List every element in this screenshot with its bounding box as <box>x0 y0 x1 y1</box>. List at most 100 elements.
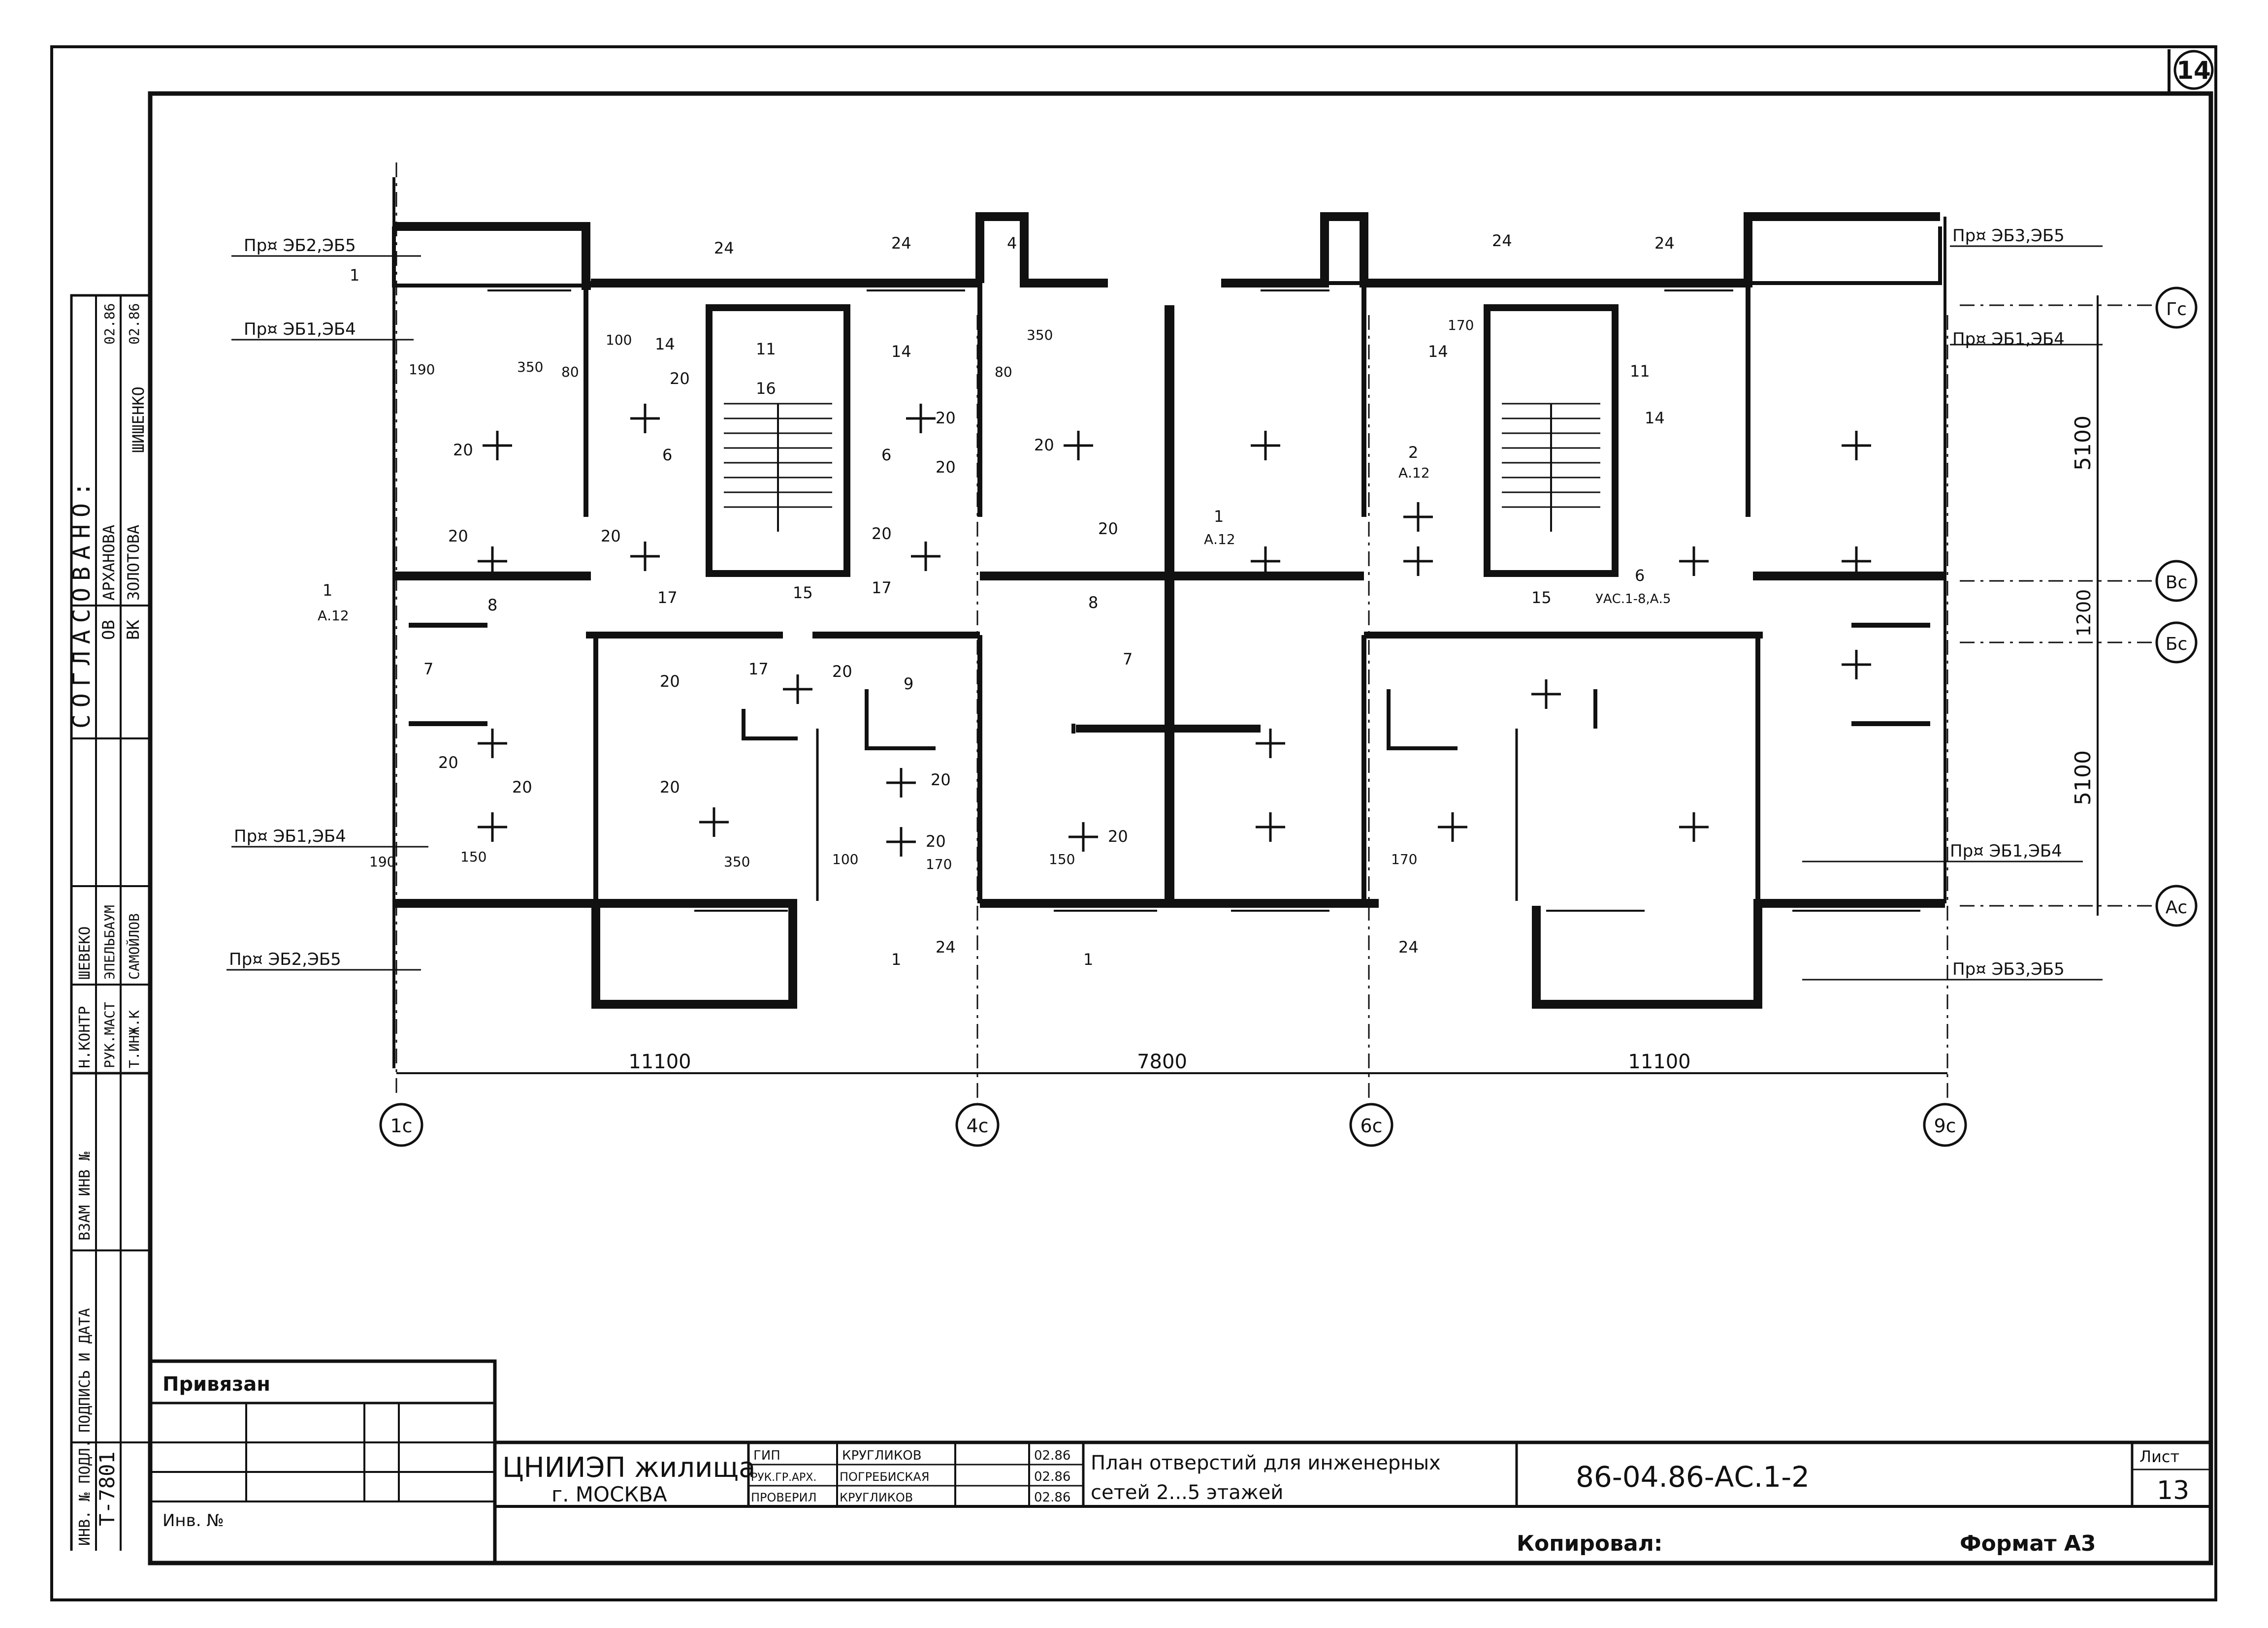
axis-label-1c: 1с <box>390 1115 412 1137</box>
mark-11: 11 <box>1630 362 1650 381</box>
approval-row-2-dept: ВК <box>124 620 143 640</box>
mark-14: 14 <box>655 335 675 353</box>
drawing-title-line2: сетей 2...5 этажей <box>1091 1481 1283 1504</box>
axis-label-Gc: Гс <box>2166 299 2187 319</box>
mark-20: 20 <box>936 409 956 427</box>
mark-170: 170 <box>1448 317 1474 333</box>
mark-16: 16 <box>756 379 776 398</box>
approval-row-2-name: ЗОЛОТОВА <box>124 525 143 601</box>
mark-24: 24 <box>714 239 734 257</box>
mark-100: 100 <box>606 332 632 348</box>
mark-9: 9 <box>904 674 913 693</box>
stair-right <box>1484 304 1619 577</box>
mark-20: 20 <box>1108 827 1128 846</box>
mark-20: 20 <box>660 672 680 691</box>
role-2-date: 02.86 <box>1034 1469 1070 1484</box>
mark-20: 20 <box>1034 436 1054 454</box>
mark-24: 24 <box>936 938 956 957</box>
copied-label: Копировал: <box>1517 1531 1663 1556</box>
opening-marks <box>478 404 1871 857</box>
mark-6: 6 <box>662 446 672 464</box>
col-sign-date: ПОДПИСЬ И ДАТА <box>76 1308 94 1433</box>
outer-frame <box>50 45 2217 1601</box>
mark-20: 20 <box>448 527 468 545</box>
axis-label-4c: 4с <box>966 1115 988 1137</box>
mark-14: 14 <box>1428 342 1448 361</box>
callout-right-2: Пр¤ ЭБ1,ЭБ4 <box>1952 329 2065 349</box>
mark-24: 24 <box>891 234 911 253</box>
mark-8: 8 <box>1088 593 1098 612</box>
mark-190: 190 <box>409 361 435 378</box>
role-1: ГИП <box>753 1448 780 1463</box>
mark-150: 150 <box>460 849 486 865</box>
sheet-label: Лист <box>2139 1447 2179 1466</box>
person-3-role: Т.ИНЖ.К <box>126 1010 142 1068</box>
sheet-number: 14 <box>2176 56 2211 85</box>
mark-100: 100 <box>832 851 858 867</box>
mark-17: 17 <box>657 588 678 607</box>
person-1-name: ШЕВЕКО <box>76 926 94 980</box>
mark-20: 20 <box>931 770 951 789</box>
callout-left-4: Пр¤ ЭБ2,ЭБ5 <box>229 950 341 969</box>
axis-label-6c: 6с <box>1360 1115 1382 1137</box>
axis-bubbles-bottom: 1с 4с 6с 9с <box>379 1103 1967 1147</box>
mark-14: 14 <box>1645 409 1665 427</box>
role-3-name: КРУГЛИКОВ <box>840 1491 913 1504</box>
role-1-date: 02.86 <box>1034 1448 1070 1463</box>
mark-7: 7 <box>1123 650 1133 669</box>
person-2-name: ЭПЕЛЬБАУМ <box>101 905 118 980</box>
axis-label-9c: 9с <box>1934 1115 1956 1137</box>
axis-label-Ac: Ас <box>2166 897 2187 918</box>
axis-label-Vc: Вс <box>2166 573 2188 593</box>
mark-24: 24 <box>1492 231 1512 250</box>
plan-marks: 20 20 20 20 20 20 20 20 20 20 20 20 20 2… <box>318 231 1675 969</box>
approval-row-2-date: 02.86 <box>126 303 142 345</box>
role-2: РУК.ГР.АРХ. <box>751 1471 816 1484</box>
mark-80: 80 <box>995 364 1012 380</box>
mark-20: 20 <box>872 524 892 543</box>
org-name: ЦНИИЭП жилища <box>502 1452 755 1484</box>
drawing-title-line1: План отверстий для инженерных <box>1091 1452 1441 1474</box>
mark-1: 1 <box>1214 507 1224 526</box>
callout-right-3: Пр¤ ЭБ1,ЭБ4 <box>1950 841 2062 861</box>
inner-frame <box>148 91 2213 1565</box>
mark-80: 80 <box>561 364 579 380</box>
person-1-role: Н.КОНТР <box>76 1006 94 1068</box>
col-zam-inv: ВЗАМ ИНВ № <box>76 1151 94 1241</box>
callouts-right <box>1802 245 2103 981</box>
callouts-left <box>227 255 428 971</box>
person-3-name: САМОЙЛОВ <box>126 913 142 980</box>
role-2-name: ПОГРЕБИСКАЯ <box>840 1470 930 1484</box>
mark-A12: А.12 <box>1204 531 1235 547</box>
mark-20: 20 <box>926 832 946 851</box>
mark-20: 20 <box>936 458 956 477</box>
mark-190: 190 <box>369 854 395 870</box>
dim-right-2: 1200 <box>2073 589 2095 637</box>
bound-label: Привязан <box>162 1373 270 1396</box>
dim-right-3: 5100 <box>2071 750 2096 805</box>
dim-bottom-1: 11100 <box>628 1051 691 1073</box>
mark-20: 20 <box>453 441 473 459</box>
document-code: 86-04.86-АС.1-2 <box>1576 1460 1810 1494</box>
mark-A12: А.12 <box>1398 465 1430 481</box>
title-block <box>148 1359 2211 1565</box>
mark-20: 20 <box>670 369 690 388</box>
wall-bottom <box>394 899 1945 1009</box>
wall-top-inner <box>392 226 1942 287</box>
mark-6: 6 <box>881 446 891 464</box>
mark-8: 8 <box>487 596 497 614</box>
callout-left-3: Пр¤ ЭБ1,ЭБ4 <box>234 827 346 846</box>
wall-top <box>394 212 1940 290</box>
mark-A12: А.12 <box>318 607 349 624</box>
mark-14: 14 <box>891 342 911 361</box>
role-3: ПРОВЕРИЛ <box>751 1491 817 1504</box>
inventory-number: Т-7801 <box>95 1451 119 1526</box>
floor-plan <box>392 162 2157 1098</box>
dim-right-1: 5100 <box>2071 415 2096 471</box>
mark-1: 1 <box>323 581 332 600</box>
mark-17: 17 <box>872 578 892 597</box>
approval-row-3-name: ШИШЕНКО <box>129 386 148 453</box>
stair-left <box>706 304 850 577</box>
mark-350: 350 <box>1027 327 1053 343</box>
